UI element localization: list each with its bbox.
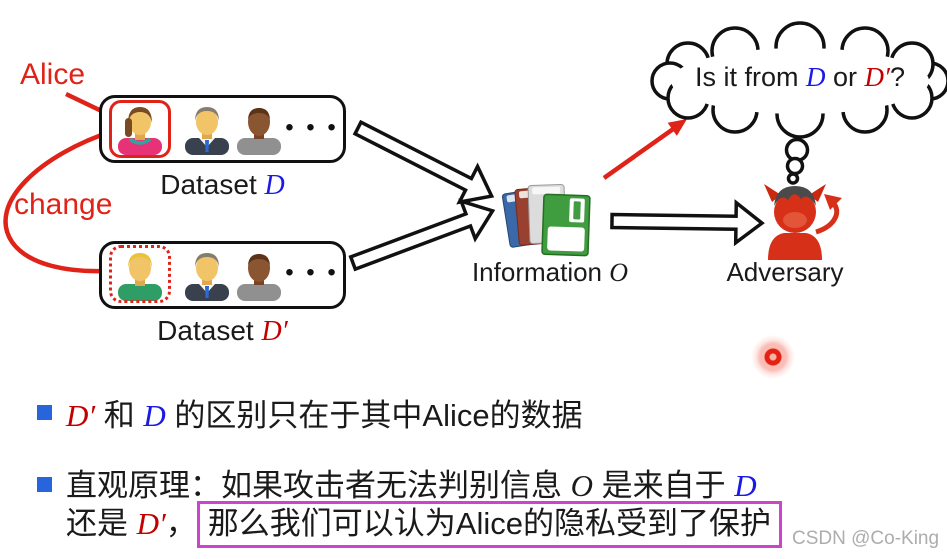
arrow-info-to-adversary: [610, 199, 765, 247]
bullet1-rest: 的区别只在于其中Alice的数据: [165, 398, 583, 433]
bullet2-line2-pre: 还是: [66, 506, 137, 541]
bullet-1-text: D′ 和 D 的区别只在于其中Alice的数据: [66, 396, 583, 436]
floppy-stack-icon: [502, 183, 591, 257]
bullet1-d: D: [143, 398, 166, 433]
devil-icon: [759, 179, 847, 265]
cloud-symbol-dprime: D′: [864, 62, 890, 92]
person-dark-icon: [237, 254, 281, 301]
cloud-text-part2: or: [825, 62, 865, 92]
alice-highlight-outline: [109, 100, 171, 158]
info-to-cloud-arrow: [602, 119, 687, 180]
bullet1-dprime: D′: [66, 398, 96, 433]
information-symbol: O: [609, 258, 629, 287]
person-man-icon: [185, 107, 229, 155]
dataset-dprime-symbol: D′: [261, 316, 288, 347]
bullet-marker-2: [37, 477, 52, 492]
person-man-icon: [185, 253, 229, 301]
alice-changed-dotted-outline: [109, 245, 171, 303]
dataset-dprime-prefix: Dataset: [157, 315, 262, 346]
laser-pointer-dot: [750, 334, 796, 380]
cloud-text-part3: ?: [889, 62, 905, 92]
thought-cloud: [650, 21, 947, 185]
highlighted-conclusion: 那么我们可以认为Alice的隐私受到了保护: [196, 501, 782, 548]
person-alice-icon: [118, 107, 162, 155]
dataset-d-symbol: D: [264, 170, 285, 201]
bullet-2-line1: 直观原理：如果攻击者无法判别信息 O 是来自于 D: [66, 466, 757, 506]
change-label: change: [14, 188, 113, 221]
bullet2-d: D: [734, 468, 757, 503]
person-dark-icon: [237, 108, 281, 155]
information-label: Information O: [440, 257, 660, 288]
bullet2-mid: 是来自于: [593, 468, 735, 503]
arrow-dataset-dprime-to-info: [348, 198, 496, 272]
dataset-d-label: Dataset D: [99, 169, 346, 202]
bullet-2-line2: 还是 D′，那么我们可以认为Alice的隐私受到了保护: [66, 501, 782, 548]
ellipsis-dots-top: • • •: [285, 114, 339, 141]
ellipsis-dots-bottom: • • •: [285, 259, 339, 286]
cloud-symbol-d: D: [806, 62, 826, 92]
cloud-text-part1: Is it from: [695, 62, 807, 92]
bullet1-sep: 和: [95, 398, 144, 433]
person-alice-changed-icon: [118, 253, 162, 301]
bullet-marker-1: [37, 405, 52, 420]
dataset-dprime-label: Dataset D′: [99, 315, 346, 348]
cloud-question: Is it from D or D′?: [655, 62, 945, 93]
bullet2-line2-comma: ，: [165, 506, 197, 541]
bullet2-line2-dprime: D′: [136, 506, 166, 541]
bullet2-pre: 直观原理：如果攻击者无法判别信息: [66, 468, 571, 503]
dataset-d-prefix: Dataset: [160, 169, 265, 200]
watermark: CSDN @Co-King: [792, 528, 940, 549]
bullet2-o: O: [570, 468, 594, 503]
arrow-dataset-d-to-info: [352, 119, 495, 205]
thought-bubbles: [784, 137, 810, 185]
adversary-label: Adversary: [726, 257, 844, 287]
alice-label: Alice: [20, 58, 86, 91]
information-prefix: Information: [471, 257, 610, 287]
